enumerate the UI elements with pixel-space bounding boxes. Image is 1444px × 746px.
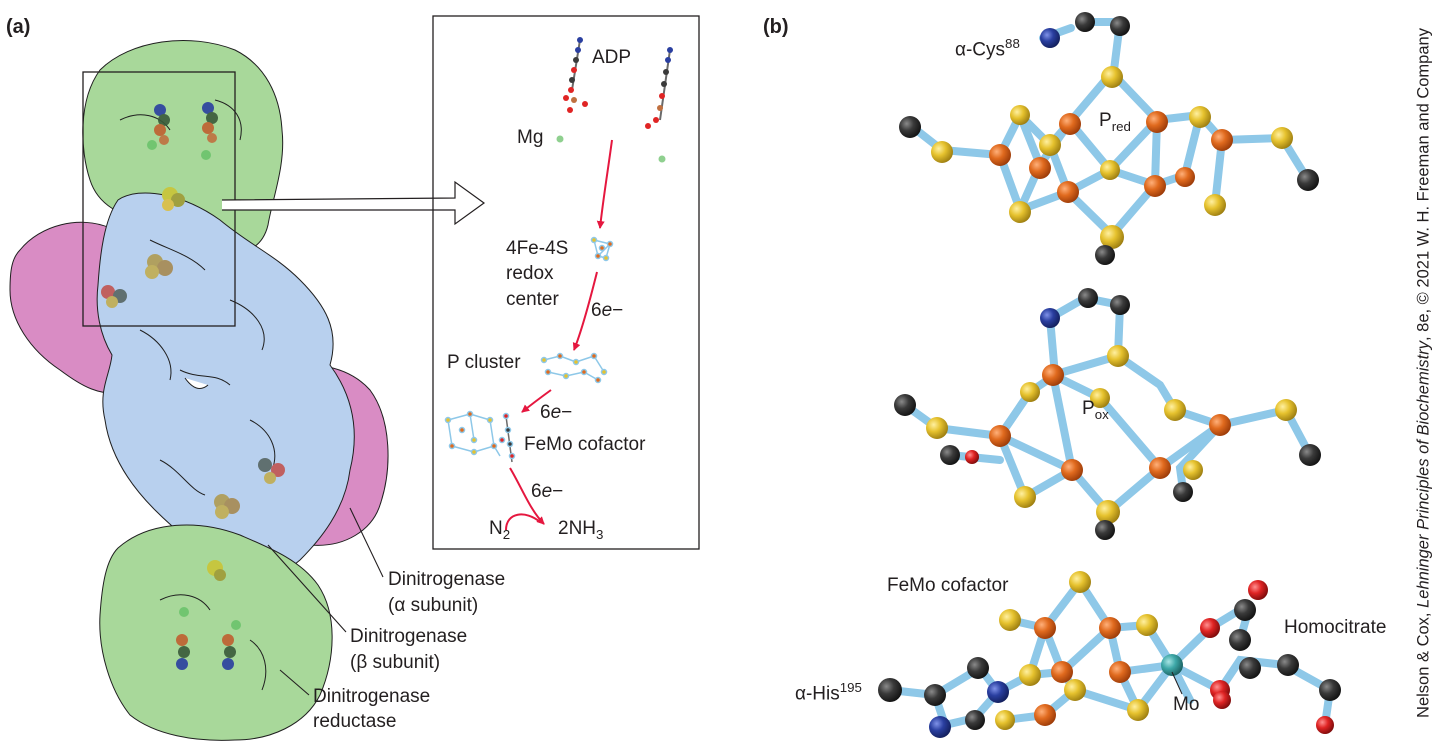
femo-atoms: [878, 571, 1341, 738]
femo-cofactor-inset-label: FeMo cofactor: [524, 434, 646, 455]
p-ox-atoms: [894, 288, 1321, 540]
hollow-arrow: [221, 180, 486, 226]
fe4s4-cluster-icon: [590, 236, 614, 262]
electrons-label-2: 6e−: [540, 402, 573, 423]
arrow-p-to-femo: [521, 389, 552, 413]
redox-label-line3: center: [506, 289, 559, 310]
alpha-cys-label: α-Cys88: [955, 36, 1020, 61]
alpha-subunit-label-line1: Dinitrogenase: [388, 569, 506, 590]
molecular-models: [878, 12, 1341, 738]
alpha-subunit-label-line2: (α subunit): [388, 595, 479, 616]
panel-b-letter: (b): [763, 16, 789, 38]
p-red-label: Pred: [1099, 110, 1131, 134]
femo-cofactor-icon: [444, 410, 516, 463]
arrow-n2-curve: [505, 513, 541, 531]
reductase-bottom: [99, 524, 333, 741]
protein-surface: [9, 40, 389, 741]
atp-ligand: [147, 102, 218, 160]
alpha-his-label: α-His195: [795, 680, 862, 705]
mg-label: Mg: [517, 127, 544, 148]
p-red-atoms: [899, 12, 1319, 265]
nh3-label: 2NH3: [558, 518, 604, 542]
p-cluster-label: P cluster: [447, 352, 521, 373]
redox-label-line1: 4Fe-4S: [506, 238, 569, 259]
n2-label: N2: [489, 518, 511, 542]
femo-blob-top: [101, 285, 127, 308]
mo-label: Mo: [1173, 694, 1200, 715]
arrow-femo-to-nh3: [509, 467, 545, 525]
arrow-redox-to-p: [572, 271, 598, 351]
beta-subunit-label-line1: Dinitrogenase: [350, 626, 468, 647]
reductase-label-line2: reductase: [313, 711, 397, 732]
electrons-label-3: 6e−: [531, 481, 564, 502]
adp-left: [563, 37, 588, 113]
redox-label-line2: redox: [506, 263, 554, 284]
electrons-label-1: 6e−: [591, 300, 624, 321]
copyright-credit: Nelson & Cox, Lehninger Principles of Bi…: [1414, 28, 1433, 718]
p-ox-label: Pox: [1082, 398, 1109, 422]
mg-atom-right: [658, 155, 666, 163]
femo-bonds: [886, 575, 1335, 729]
atp-ligand-bottom: [176, 607, 241, 670]
fe4s4-blob-bottom: [207, 560, 226, 581]
p-cluster-icon: [540, 352, 608, 384]
adp-molecules: [556, 37, 673, 163]
fe4s4-blob: [162, 187, 185, 211]
femo-blob-bottom: [258, 458, 285, 484]
zoom-rectangle: [82, 71, 236, 327]
adp-right: [645, 47, 673, 129]
mg-atom-left: [556, 135, 564, 143]
electron-flow-arrows: [505, 139, 613, 531]
homocitrate-label: Homocitrate: [1284, 617, 1387, 638]
beta-subunit-label-line2: (β subunit): [350, 652, 441, 673]
inset-box: [432, 15, 700, 550]
panel-a-letter: (a): [6, 16, 31, 38]
label-leaders: [267, 507, 384, 696]
pcluster-blob-bottom: [214, 494, 240, 519]
mo-leader: [1171, 671, 1183, 695]
arrow-adp-to-redox: [596, 139, 613, 229]
pcluster-blob-top: [145, 254, 173, 279]
adp-label: ADP: [592, 47, 632, 68]
reductase-label-line1: Dinitrogenase: [313, 686, 431, 707]
protein-ligands: [101, 102, 285, 670]
femo-cofactor-label: FeMo cofactor: [887, 575, 1009, 596]
